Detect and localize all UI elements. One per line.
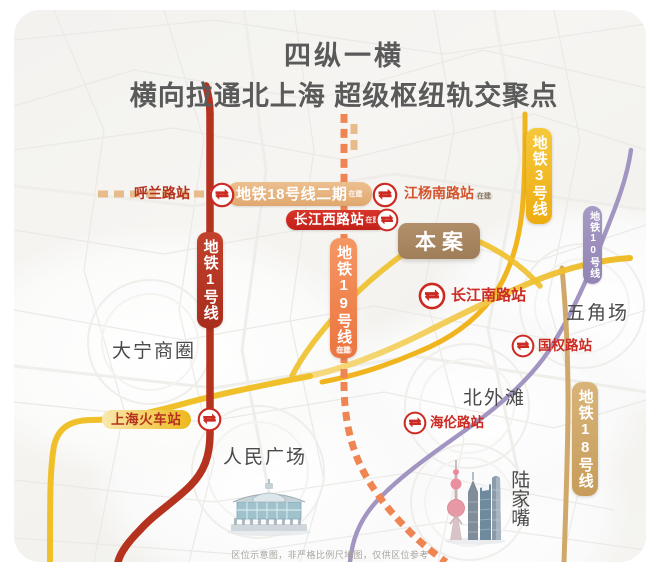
line-label-18[interactable]: 地铁18号线: [572, 382, 598, 496]
station-label-hailunlu[interactable]: 海伦路站: [430, 416, 484, 430]
transfer-icon-changjiangnanlu[interactable]: [418, 282, 446, 310]
station-label-shanghairailwaystation[interactable]: 上海火车站: [102, 410, 191, 429]
line-label-18-phase2-status: 在建: [348, 190, 363, 198]
map-footnote: 区位示意图，非严格比例尺地图，仅供区位参考: [231, 550, 429, 560]
district-label-beiwaitan: 北外滩: [463, 389, 526, 408]
line-1-track: [114, 82, 214, 562]
line-label-18-phase2[interactable]: 地铁18号线二期在建: [227, 182, 372, 206]
district-label-daning-name: 大宁商圈: [112, 341, 197, 362]
station-label-hulanlu[interactable]: 呼兰路站: [134, 186, 190, 200]
transfer-icon-hailunlu[interactable]: [403, 411, 427, 435]
line-label-3-name: 地铁3号线: [530, 135, 548, 217]
line-18-track: [559, 265, 571, 562]
district-label-beiwaitan-name: 北外滩: [463, 388, 527, 409]
line-label-19[interactable]: 地铁19号线 在建: [330, 238, 357, 359]
transfer-icon-guoquanlu[interactable]: [511, 334, 535, 358]
line-label-3[interactable]: 地铁3号线: [526, 128, 552, 224]
title-line-2: 横向拉通北上海 超级枢纽轨交聚点: [129, 80, 559, 111]
transfer-icon-shanghairailwaystation[interactable]: [197, 407, 222, 432]
station-label-changjiangxilu[interactable]: 长江西路站在建: [286, 210, 388, 230]
line-label-10-name: 地铁10号线: [587, 211, 599, 279]
district-label-renminguangchang-name: 人民广场: [223, 447, 308, 468]
district-label-wujiaochang: 五角场: [566, 304, 629, 323]
station-label-guoquanlu[interactable]: 国权路站: [538, 339, 592, 353]
station-label-changjiangxilu-name: 长江西路站: [294, 212, 365, 228]
station-label-changjiangxilu-status: 在建: [365, 216, 380, 224]
landmark-lujiazui-skyline: [445, 460, 505, 545]
district-label-daning: 大宁商圈: [112, 342, 196, 361]
line-label-18-name: 地铁18号线: [576, 389, 594, 489]
district-label-lujiazui: 陆家嘴: [508, 470, 529, 532]
transit-map-card: 四纵一横 横向拉通北上海 超级枢纽轨交聚点 本案 地铁18号线二期在建 地铁1号…: [14, 10, 646, 562]
station-label-hulanlu-name: 呼兰路站: [134, 185, 190, 201]
station-label-jiangyangnanlu-status: 在建: [475, 193, 493, 200]
transfer-icon-hulanlu[interactable]: [209, 182, 235, 208]
station-label-shanghairailwaystation-name: 上海火车站: [111, 411, 182, 427]
district-label-renminguangchang: 人民广场: [223, 448, 307, 467]
transfer-icon-jiangyangnanlu[interactable]: [372, 182, 398, 208]
line-label-18-phase2-name: 地铁18号线二期: [236, 185, 348, 203]
line-label-1-name: 地铁1号线: [201, 239, 219, 321]
line-label-10[interactable]: 地铁10号线: [583, 206, 602, 284]
line-label-1[interactable]: 地铁1号线: [197, 232, 223, 328]
station-label-changjiangnanlu[interactable]: 长江南路站: [451, 288, 526, 303]
landmark-people-square-building: [227, 479, 311, 536]
map-title: 四纵一横 横向拉通北上海 超级枢纽轨交聚点: [14, 40, 646, 114]
station-label-jiangyangnanlu-name: 江杨南路站: [404, 185, 474, 201]
station-label-changjiangnanlu-name: 长江南路站: [451, 287, 527, 304]
station-label-hailunlu-name: 海伦路站: [430, 415, 484, 430]
project-marker[interactable]: 本案: [398, 223, 480, 259]
line-label-19-name: 地铁19号线: [335, 245, 353, 345]
district-label-lujiazui-name: 陆家嘴: [508, 470, 530, 527]
line-19-track: [340, 114, 449, 562]
district-label-wujiaochang-name: 五角场: [566, 303, 630, 324]
station-label-jiangyangnanlu[interactable]: 江杨南路站在建: [404, 186, 493, 200]
line-label-19-status: 在建: [335, 347, 352, 355]
transfer-icon-changjiangxilu[interactable]: [375, 208, 399, 232]
station-label-guoquanlu-name: 国权路站: [538, 338, 592, 353]
title-line-1: 四纵一横: [284, 41, 404, 71]
